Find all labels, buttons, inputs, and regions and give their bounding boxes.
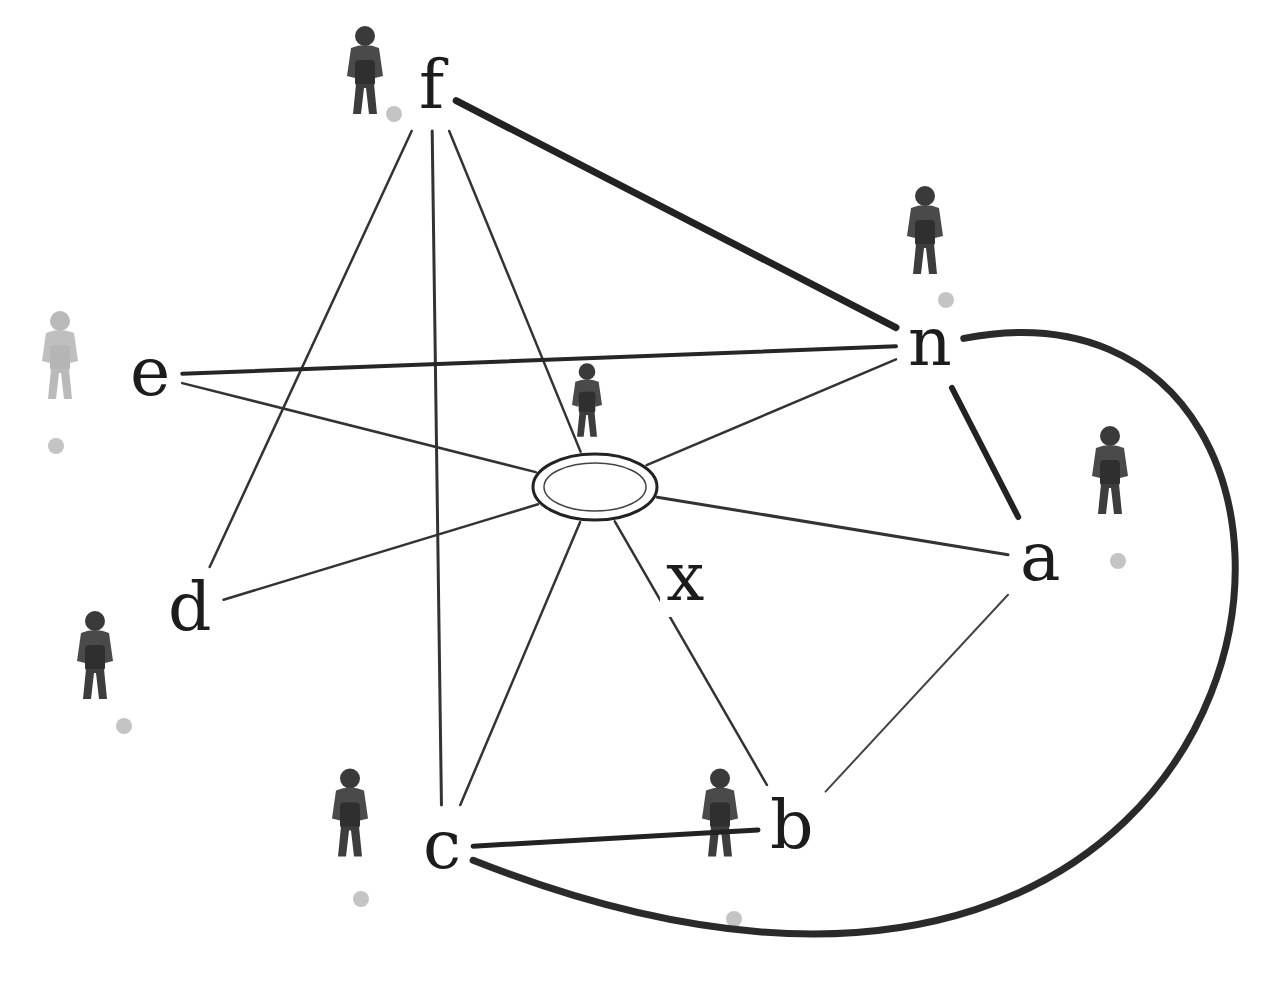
person-letter: c	[417, 811, 467, 885]
person-letter: x	[660, 543, 710, 617]
relation-line	[182, 383, 536, 472]
relation-line	[449, 131, 580, 452]
relation-line	[432, 131, 441, 805]
person-node: n	[902, 308, 958, 382]
person-node: b	[764, 791, 820, 865]
person-letter: n	[902, 308, 958, 382]
relation-line	[647, 359, 896, 465]
person-figure	[42, 26, 1128, 857]
person-node: e	[124, 338, 176, 412]
relation-line	[473, 333, 1235, 934]
relation-line	[182, 346, 896, 373]
person-node: d	[162, 573, 218, 647]
person-letter: d	[162, 573, 218, 647]
person-letter: b	[764, 791, 820, 865]
person-node: f	[413, 51, 450, 125]
person-letter: f	[413, 51, 450, 125]
relation-line	[460, 522, 580, 805]
relation-line	[826, 595, 1008, 792]
platform-node: x	[530, 451, 660, 523]
relation-line	[952, 388, 1018, 517]
position-dot	[48, 106, 1126, 927]
relation-line	[210, 131, 412, 567]
relation-line	[456, 101, 896, 328]
person-letter: e	[124, 338, 176, 412]
person-node: c	[417, 811, 467, 885]
relation-line	[473, 830, 758, 846]
person-node: a	[1014, 523, 1067, 597]
platform-ellipse	[530, 451, 660, 523]
person-letter: a	[1014, 523, 1067, 597]
relation-line	[615, 521, 767, 785]
relation-line	[224, 504, 538, 599]
